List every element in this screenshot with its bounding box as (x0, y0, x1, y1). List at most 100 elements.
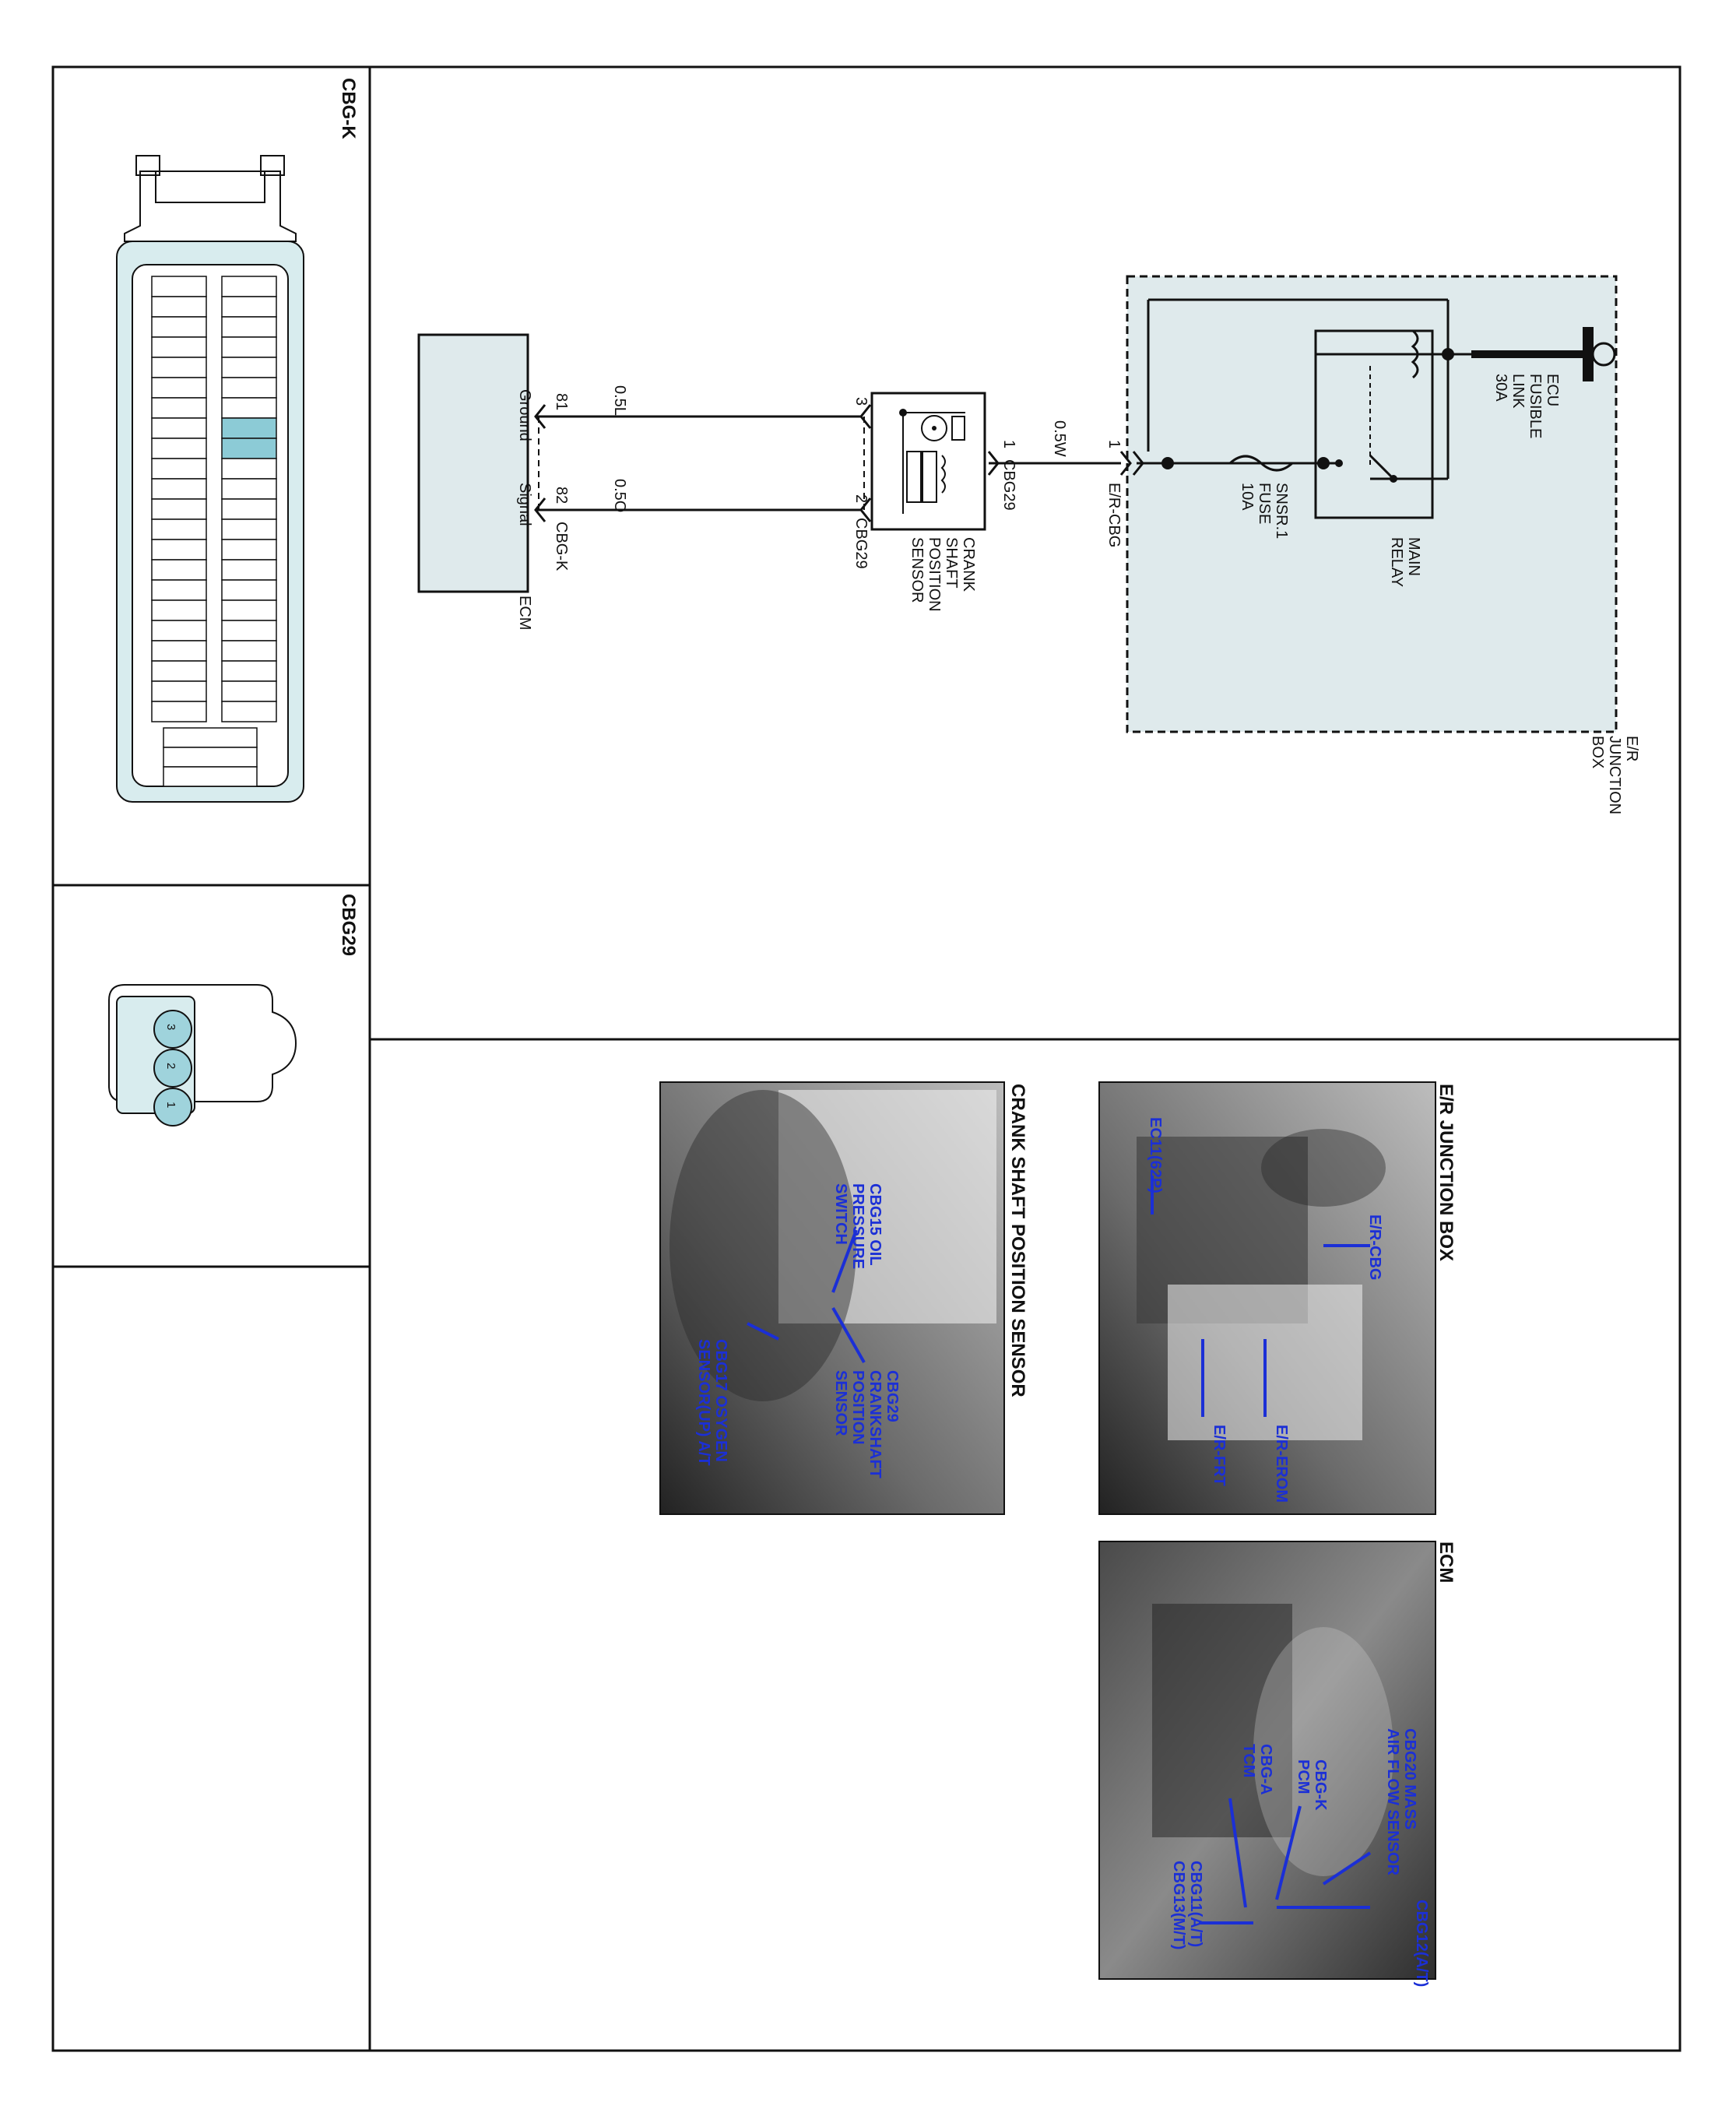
cbgk-pin-cell (221, 276, 277, 297)
cbgk-pin-cell (151, 417, 207, 439)
cbgk-power-pin-cell (163, 766, 258, 787)
cbgk-pin-cell (151, 458, 207, 480)
cbgk-pin-cell (221, 336, 277, 358)
cbgk-pin-cell (151, 539, 207, 561)
junction-box (1126, 275, 1618, 733)
callout-crankshaft: CRANKSHAFT (866, 1370, 884, 1478)
cbgk-pin-cell (151, 660, 207, 682)
cbgk-pin-cell (221, 357, 277, 378)
main-relay-label: MAIN RELAY (1388, 537, 1422, 587)
junction-node (1442, 348, 1454, 360)
signal-wire-label: 0.5O (611, 479, 628, 512)
cbgk-pin-cell (151, 336, 207, 358)
svg-text:FUSE: FUSE (1256, 483, 1273, 524)
svg-text:FUSIBLE: FUSIBLE (1527, 374, 1544, 438)
cbgk-pin-cell (221, 559, 277, 581)
photo-ecm: ECM CBG20 MASS AIR FLOW SENSOR CBG-K PCM… (1098, 1541, 1457, 1987)
callout-cbg15: CBG15 OIL (866, 1183, 884, 1266)
cbgk-power-pin-cell (163, 727, 258, 748)
cbgk-latch (124, 155, 297, 242)
cbgk-power-pin-cell (163, 747, 258, 768)
callout-switch: SWITCH (832, 1183, 849, 1245)
photo-ecm-title: ECM (1436, 1541, 1457, 1583)
cbgk-pin-cell (221, 458, 277, 480)
ecm-signal-label: Signal (516, 483, 533, 526)
cbg29-pin-3: 3 (153, 1010, 192, 1049)
photo-crank-sensor: CRANK SHAFT POSITION SENSOR CBG15 OIL PR… (659, 1081, 1028, 1515)
photo-crank-title: CRANK SHAFT POSITION SENSOR (1007, 1084, 1028, 1397)
callout-ec11: EC11(62P) (1147, 1117, 1164, 1193)
cbgk-pin-cell (221, 377, 277, 399)
sensor-pin-2: 2 (852, 494, 870, 503)
callout-tcm: TCM (1240, 1744, 1257, 1777)
cbgk-pin-cell (151, 498, 207, 520)
ground-wire-label: 0.5L (611, 385, 628, 416)
cbgk-pin-cell (151, 640, 207, 662)
svg-text:LINK: LINK (1509, 374, 1527, 409)
svg-text:JUNCTION: JUNCTION (1606, 736, 1623, 814)
photo-junction-box-title: E/R JUNCTION BOX (1436, 1084, 1457, 1261)
ecm-label: ECM (516, 596, 533, 630)
cbgk-pin-cell (221, 316, 277, 338)
svg-text:1: 1 (164, 1102, 177, 1108)
er-cbg-pin: 1 (1105, 440, 1123, 448)
callout-er-cbg: E/R-CBG (1366, 1214, 1383, 1280)
main-relay (1314, 329, 1434, 519)
cbgk-pin-cell (221, 478, 277, 500)
svg-text:MAIN: MAIN (1405, 537, 1422, 576)
callout-er-erom: E/R-EROM (1273, 1425, 1290, 1503)
svg-text:CRANK: CRANK (960, 537, 977, 592)
cbgk-pin-grid (151, 276, 277, 787)
cbgk-pin-cell (151, 276, 207, 297)
sensor-pin-1: 1 (1000, 440, 1017, 448)
page-frame (51, 65, 1682, 2052)
svg-text:2: 2 (164, 1063, 177, 1069)
ecm-ground-label: Ground (516, 389, 533, 441)
cbg29-pin-2: 2 (153, 1049, 192, 1088)
callout-maf: AIR FLOW SENSOR (1384, 1728, 1401, 1875)
cbgk-pin-cell (221, 518, 277, 540)
cbg29-connector-panel: CBG29 3 2 1 (108, 894, 359, 1127)
callout-oxygen-sensor: SENSOR(UP) A/T (695, 1339, 712, 1466)
cbgk-pin-cell (151, 599, 207, 621)
cbgk-pin-cell (151, 579, 207, 601)
callout-cbg29: CBG29 (884, 1370, 901, 1422)
cbgk-pin-cell (151, 316, 207, 338)
relay-output-node (1317, 457, 1330, 469)
cbgk-connector-panel: CBG-K (116, 78, 359, 803)
fuse-label: SNSR.1 FUSE 10A (1239, 483, 1290, 539)
cbgk-pin-cell (151, 680, 207, 702)
cbgk-pin-cell (221, 539, 277, 561)
snsr-fuse (1168, 455, 1339, 472)
cbgk-pin-cell (221, 680, 277, 702)
cbgk-pin-cell (221, 498, 277, 520)
svg-text:POSITION: POSITION (926, 537, 943, 612)
cbgk-pin-cell (151, 518, 207, 540)
cbgk-pin-cell (151, 701, 207, 722)
cbgk-pin-cell (151, 296, 207, 318)
cbgk-pin-cell (221, 296, 277, 318)
sensor-connector-bottom: CBG29 (852, 518, 870, 569)
cbgk-pin-cell (221, 620, 277, 641)
callout-cbg11: CBG11(A/T) (1187, 1861, 1204, 1947)
svg-text:E/R: E/R (1623, 736, 1640, 761)
sensor-pin-3: 3 (852, 397, 870, 406)
callout-cbg12: CBG12(A/T) (1413, 1900, 1430, 1987)
svg-text:SNSR.1: SNSR.1 (1273, 483, 1290, 539)
ecm-connector-label: CBG-K (553, 522, 570, 571)
callout-position: POSITION (849, 1370, 866, 1445)
svg-text:ECU: ECU (1544, 374, 1561, 406)
callout-cbg13: CBG13(M/T) (1170, 1861, 1187, 1949)
callout-sensor: SENSOR (832, 1370, 849, 1436)
cbgk-title: CBG-K (338, 78, 359, 139)
cbgk-pin-cell (151, 377, 207, 399)
junction-box-label: E/R JUNCTION BOX (1589, 736, 1640, 814)
svg-text:SENSOR: SENSOR (908, 537, 926, 603)
cbgk-pin-cell (221, 660, 277, 682)
crank-sensor (870, 392, 986, 531)
cbgk-pin-cell (151, 357, 207, 378)
ecm-box (417, 333, 529, 593)
photo-junction-box: E/R JUNCTION BOX E/R-CBG EC11(62P) E/R-E… (1098, 1081, 1457, 1515)
ecm-pin-82: 82 (553, 487, 570, 504)
cbgk-pin-cell (151, 620, 207, 641)
